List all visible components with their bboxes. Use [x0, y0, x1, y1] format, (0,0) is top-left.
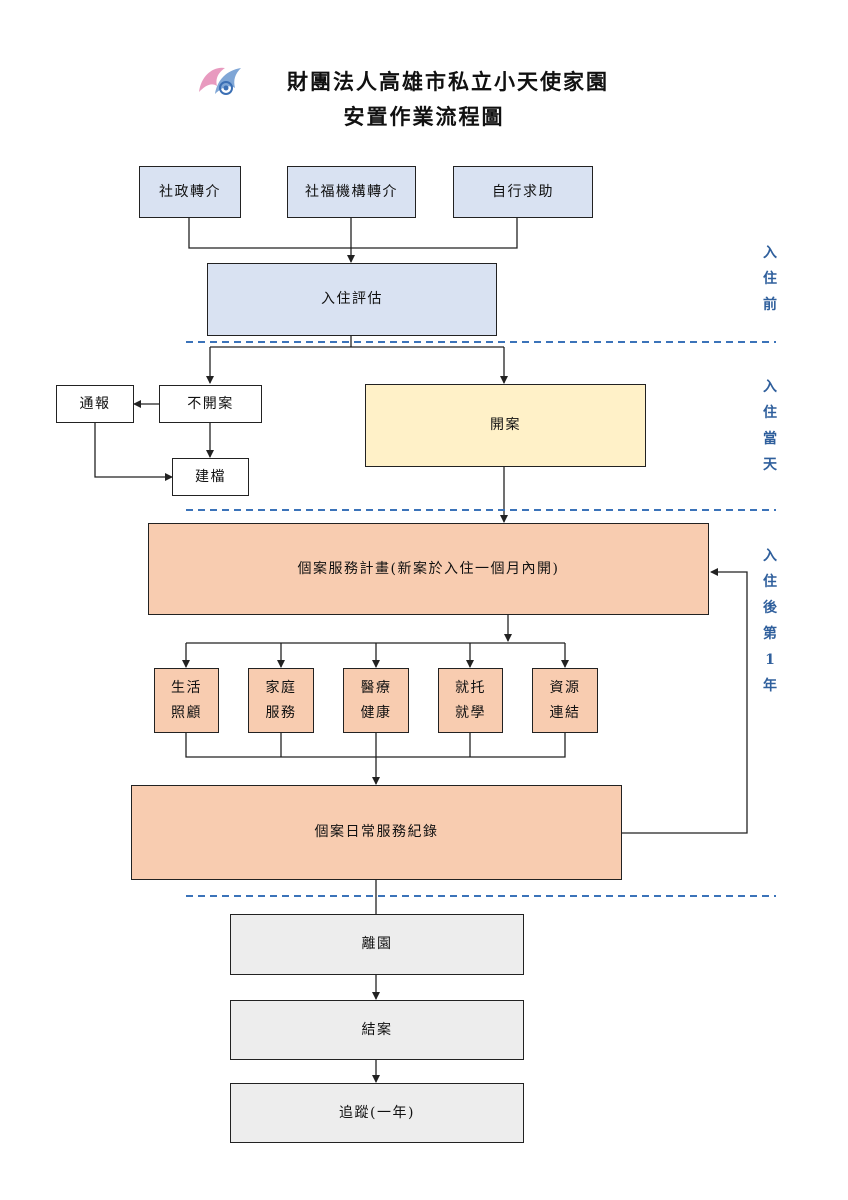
node-childcare-school: 就托 就學 — [438, 668, 503, 733]
node-medical-health-line1: 醫療 — [360, 680, 392, 696]
node-archive: 建檔 — [172, 458, 249, 496]
node-open-case: 開案 — [365, 384, 646, 467]
node-follow-up: 追蹤(一年) — [230, 1083, 524, 1143]
node-close-case: 結案 — [230, 1000, 524, 1060]
stage-move-in-day: 入 住 當 天 — [763, 379, 777, 473]
node-family-service-line1: 家庭 — [265, 680, 297, 696]
node-report: 通報 — [56, 385, 134, 423]
node-medical-health: 醫療 健康 — [343, 668, 409, 733]
node-service-plan: 個案服務計畫(新案於入住一個月內開) — [148, 523, 709, 615]
node-medical-health-line2: 健康 — [360, 704, 392, 721]
node-leave: 離園 — [230, 914, 524, 975]
node-welfare-referral: 社福機構轉介 — [287, 166, 416, 218]
node-resource-link: 資源 連結 — [532, 668, 598, 733]
page-subtitle: 安置作業流程圖 — [343, 104, 505, 129]
node-resource-link-line1: 資源 — [549, 680, 581, 696]
node-family-service-line2: 服務 — [265, 704, 297, 721]
stage-before-move-in: 入 住 前 — [763, 245, 777, 313]
node-not-open: 不開案 — [159, 385, 262, 423]
node-daily-record: 個案日常服務紀錄 — [131, 785, 622, 880]
node-childcare-school-line1: 就托 — [455, 680, 486, 696]
node-assessment: 入住評估 — [207, 263, 497, 336]
node-resource-link-line2: 連結 — [549, 704, 581, 721]
node-life-care: 生活 照顧 — [154, 668, 219, 733]
node-family-service: 家庭 服務 — [248, 668, 314, 733]
angel-logo-icon — [199, 67, 241, 95]
stage-first-year: 入 住 後 第 1 年 — [763, 548, 777, 694]
node-life-care-line1: 生活 — [171, 680, 202, 696]
node-childcare-school-line2: 就學 — [455, 704, 486, 721]
node-life-care-line2: 照顧 — [171, 704, 202, 721]
node-social-referral: 社政轉介 — [139, 166, 241, 218]
node-self-help: 自行求助 — [453, 166, 593, 218]
page-title: 財團法人高雄市私立小天使家園 — [287, 69, 609, 94]
